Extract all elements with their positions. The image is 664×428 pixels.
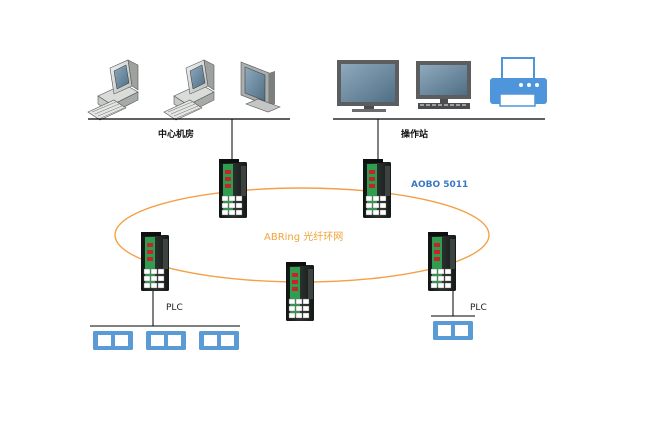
plc-module-icon: [146, 331, 186, 350]
industrial-ethernet-switch-icon: [362, 158, 392, 219]
lcd-monitor-icon: [240, 61, 281, 113]
switch-model-label: AOBO 5011: [411, 180, 469, 190]
industrial-ethernet-switch-icon: [218, 158, 248, 219]
plc-right-label: PLC: [470, 303, 487, 313]
ring-name-label: ABRing 光纤环网: [264, 232, 344, 243]
desktop-computer-icon: [87, 59, 139, 121]
flat-monitor-icon: [337, 60, 399, 112]
industrial-ethernet-switch-icon: [285, 261, 315, 322]
industrial-ethernet-switch-icon: [140, 231, 170, 292]
industrial-ethernet-switch-icon: [427, 231, 457, 292]
plc-module-icon: [199, 331, 239, 350]
plc-left-label: PLC: [166, 303, 183, 313]
monitor-keyboard-icon: [416, 61, 471, 109]
plc-module-icon: [433, 321, 473, 340]
control-room-label: 中心机房: [158, 130, 195, 140]
desktop-computer-icon: [163, 59, 215, 121]
operator-station-label: 操作站: [401, 130, 429, 140]
printer-icon: [490, 57, 547, 107]
plc-module-icon: [93, 331, 133, 350]
